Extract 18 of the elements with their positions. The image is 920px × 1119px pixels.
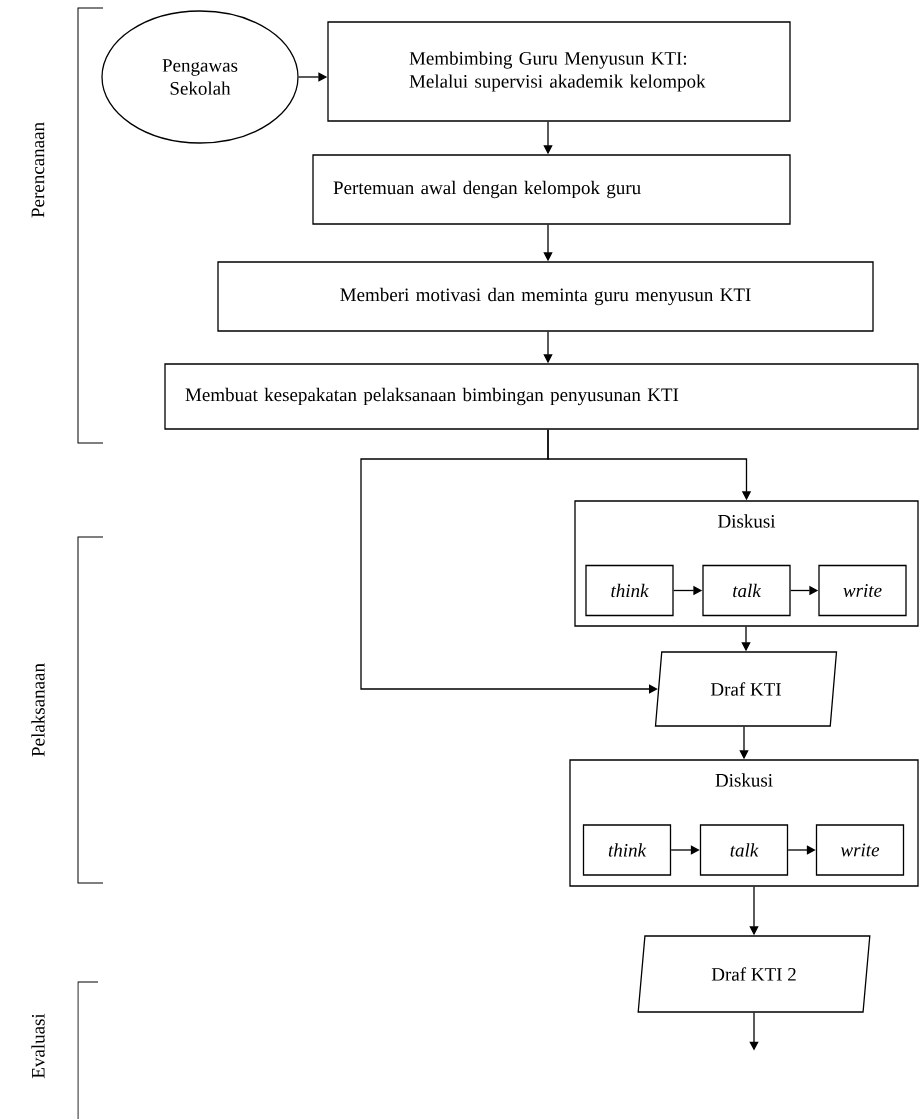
process-box: write [815, 824, 905, 876]
process-box: Membuat kesepakatan pelaksanaan bimbingan penyusunan KTI [164, 363, 919, 430]
section-label: Perencanaan [31, 122, 45, 218]
data-parallelogram: Draf KTI 2 [637, 935, 871, 1013]
data-parallelogram: Draf KTI [654, 651, 838, 727]
process-box: write [818, 564, 907, 617]
arrow [360, 429, 658, 694]
process-box: Memberi motivasi dan meminta guru menyusun KTI [217, 261, 874, 332]
arrow [787, 845, 816, 855]
process-box: think [585, 564, 674, 617]
arrow [670, 845, 700, 855]
section-label: Pelaksanaan [31, 663, 45, 757]
process-box: Membimbing Guru Menyusun KTI: Melalui supervisi akademik kelompok [327, 21, 791, 122]
process-box: Pertemuan awal dengan kelompok guru [312, 154, 791, 225]
process-box: think [582, 824, 672, 876]
section-label: Evaluasi [31, 1013, 45, 1079]
process-box: talk [702, 564, 791, 617]
process-box: talk [699, 824, 789, 876]
